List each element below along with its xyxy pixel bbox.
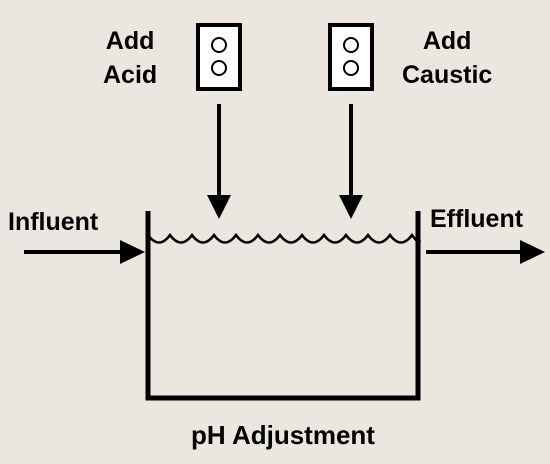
acid-feeder-icon [196, 23, 242, 91]
caustic-dose-arrow [339, 104, 363, 219]
effluent-arrow [426, 240, 545, 264]
caustic-feeder-icon [328, 23, 374, 91]
add-acid-line1: Add [105, 27, 155, 55]
add-acid-label: Add Acid [103, 24, 157, 92]
effluent-label: Effluent [430, 205, 524, 233]
add-caustic-label: Add Caustic [402, 24, 492, 92]
influent-label: Influent [8, 208, 99, 236]
acid-dose-arrow [207, 104, 231, 219]
influent-arrow [24, 240, 145, 264]
add-caustic-line2: Caustic [402, 61, 493, 89]
add-acid-line2: Acid [103, 61, 158, 89]
tank-outline [145, 211, 421, 401]
diagram-caption: pH Adjustment [191, 420, 375, 450]
water-surface [146, 232, 421, 244]
add-caustic-line1: Add [422, 27, 472, 55]
